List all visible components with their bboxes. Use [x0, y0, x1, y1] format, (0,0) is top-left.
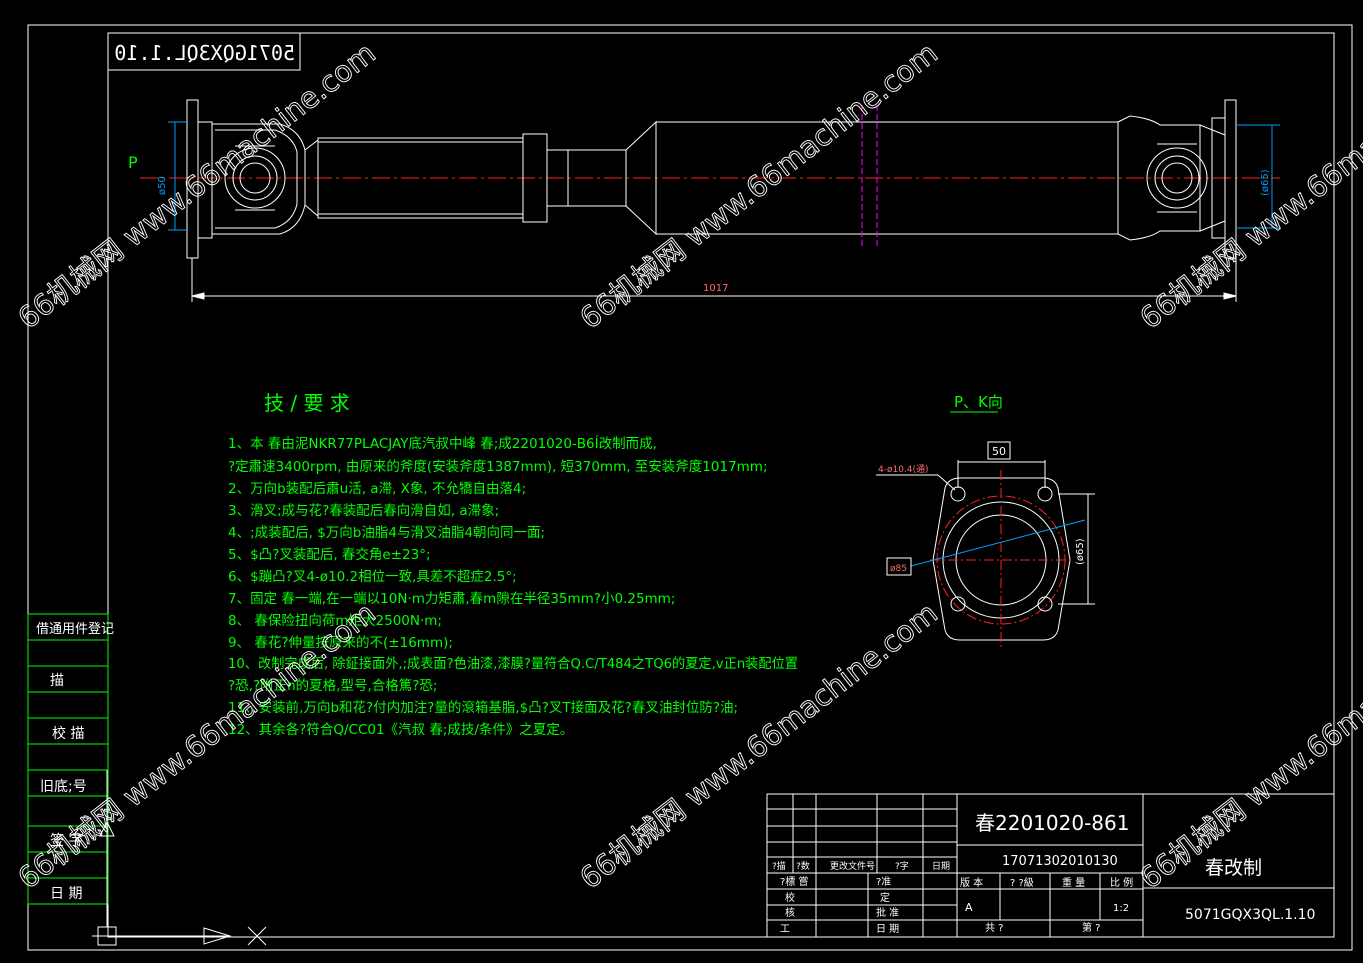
drive-shaft-assembly — [140, 99, 1280, 259]
left-strip-labels: 借通用件登记 描 校 描 旧底;号 签 字 日 期 — [36, 622, 114, 902]
strip-cell: 日 期 — [50, 886, 82, 902]
watermark: 66机械网 www.66machine.com — [1133, 36, 1363, 336]
right-dia-label: (ø65) — [1260, 169, 1271, 196]
watermark: 66机械网 www.66machine.com — [11, 36, 381, 336]
strip-cell: 签 字 — [50, 832, 82, 849]
title-block — [766, 793, 1335, 938]
dim-65-label: (ø65) — [1075, 538, 1086, 565]
tech-line: 12、其余各?符合Q/CC01《汽叔 春;成技/条件》之夏定。 — [228, 721, 573, 738]
part-name: 春改制 — [1205, 857, 1262, 879]
serial-number: 17071302010130 — [1002, 854, 1118, 869]
tech-requirements: 1、本 春由泥NKR77PLACJAY底汽叔中峰 春;成2201020-B6Í改… — [228, 435, 798, 738]
part-number: 春2201020-861 — [975, 811, 1129, 835]
mirrored-drawing-number: 5071GQX3QL.1.10 — [114, 41, 295, 65]
role2-label: ?准 — [876, 876, 891, 888]
outer-frame — [27, 24, 1353, 951]
tech-line: 1、本 春由泥NKR77PLACJAY底汽叔中峰 春;成2201020-B6Í改… — [228, 435, 657, 452]
tech-line: 4、;成装配后, $万向b油脂4与滑叉油脂4朝向同一面; — [228, 525, 545, 541]
role-label: ?標 嘗 — [780, 875, 809, 888]
tech-line: 10、改制完成后, 除鉦接面外,;成表面?色油漆,漆膜?量符合Q.C/T484之… — [228, 655, 798, 672]
tech-line: 3、滑叉;成与花?春装配后春向滑自如, a滞象; — [228, 503, 499, 519]
tech-line: 9、 春花?伸量按原来的不(±16mm); — [228, 635, 453, 651]
dim-50 — [957, 441, 1046, 488]
strip-cell: 旧底;号 — [40, 779, 87, 795]
role-label: 校 — [785, 891, 795, 904]
bolt-hole — [1037, 596, 1053, 612]
bolt-hole — [950, 596, 966, 612]
hole-callout-label: 4-ø10.4(通) — [878, 464, 929, 475]
attr-header: ? ?級 — [1010, 876, 1034, 889]
watermark: 66机械网 www.66machine.com — [11, 596, 381, 896]
view-pk-title: P、K向 — [954, 393, 1003, 411]
dia-85-leader — [910, 519, 1086, 567]
rev-header: ?描 — [772, 860, 786, 872]
role2-label: 批 准 — [876, 906, 899, 919]
tech-line: 6、$蹦凸?叉4-ø10.2相位一致,具差不超症2.5°; — [228, 569, 517, 585]
tech-line: 7、固定 春一端,在一端以10N·m力矩肅,春m隙在半径35mm?小0.25mm… — [228, 591, 675, 607]
tech-line: ?恐,?附正n的夏格,型号,合格篤?恐; — [228, 677, 437, 694]
stage-value: A — [965, 901, 973, 914]
flange-view — [930, 470, 1072, 650]
inner-frame — [107, 32, 1335, 938]
mirrored-number-box: 5071GQX3QL.1.10 — [107, 32, 301, 71]
slip-collar — [522, 133, 548, 223]
dim-65 — [1058, 493, 1095, 605]
left-dia-dimension — [168, 121, 187, 231]
tech-line: 11、安装前,万向b和花?付内加注?量的滾箱基脂,$凸?叉T接面及花?春叉油封位… — [228, 699, 738, 716]
watermark: 66机械网 www.66machine.com — [573, 596, 943, 896]
rev-header: 更改文件号 — [830, 860, 875, 872]
drawing-number: 5071GQX3QL.1.10 — [1185, 907, 1315, 923]
rev-header: ?数 — [796, 860, 810, 872]
left-dia-label: ø50 — [157, 176, 168, 195]
left-cross-bearing — [224, 147, 286, 209]
length-label: 1017 — [703, 283, 728, 294]
left-strip-table — [27, 613, 109, 905]
watermark: 66机械网 www.66machine.com — [1133, 596, 1363, 896]
bolt-hole — [950, 486, 966, 502]
right-cross-bearing — [1146, 147, 1208, 209]
rev-header: ?字 — [895, 860, 909, 872]
bolt-hole — [1037, 486, 1053, 502]
tech-line: ?定肅速3400rpm, 由原来的斧度(安装斧度1387mm), 短370mm,… — [228, 459, 768, 475]
title-block-text: 春2201020-861 17071302010130 春改制 5071GQX3… — [772, 811, 1315, 935]
strip-cell: 借通用件登记 — [36, 622, 114, 637]
strip-cell: 校 描 — [52, 725, 84, 742]
role2-label: 定 — [880, 891, 890, 904]
sheet-number: 第 ? — [1082, 921, 1101, 934]
strip-cell: 描 — [50, 673, 64, 689]
length-dimension — [191, 258, 1237, 302]
tech-line: 2、万向b装配后肅u活, a滞, X象, 不允犞自由落4; — [228, 481, 526, 497]
rev-header: 日期 — [932, 861, 950, 872]
spline-shaft — [567, 149, 627, 207]
scale-value: 1:2 — [1113, 903, 1129, 914]
attr-header: 比 例 — [1110, 876, 1133, 889]
tech-line: 8、 春保险扭向荷m矩大2500N·m; — [228, 613, 442, 629]
role2-label: 日 期 — [876, 923, 899, 935]
role-label: 核 — [785, 906, 795, 919]
dia-85-label: ø85 — [890, 564, 907, 574]
right-dia-dimension — [1236, 124, 1280, 229]
watermark: 66机械网 www.66machine.com — [573, 36, 943, 336]
flange-outline — [932, 477, 1071, 641]
role-label: 工 — [780, 924, 790, 935]
projection-symbol — [92, 770, 267, 946]
tech-line: 5、$凸?叉装配后, 春交角e±23°; — [228, 546, 431, 563]
tech-heading: 技 / 要 求 — [264, 391, 350, 415]
attr-header: 版 本 — [960, 876, 983, 889]
view-label-p: P — [128, 153, 138, 172]
dim-50-label: 50 — [992, 445, 1006, 458]
sheet-total: 共 ? — [985, 922, 1004, 934]
attr-header: 重 量 — [1062, 876, 1085, 889]
